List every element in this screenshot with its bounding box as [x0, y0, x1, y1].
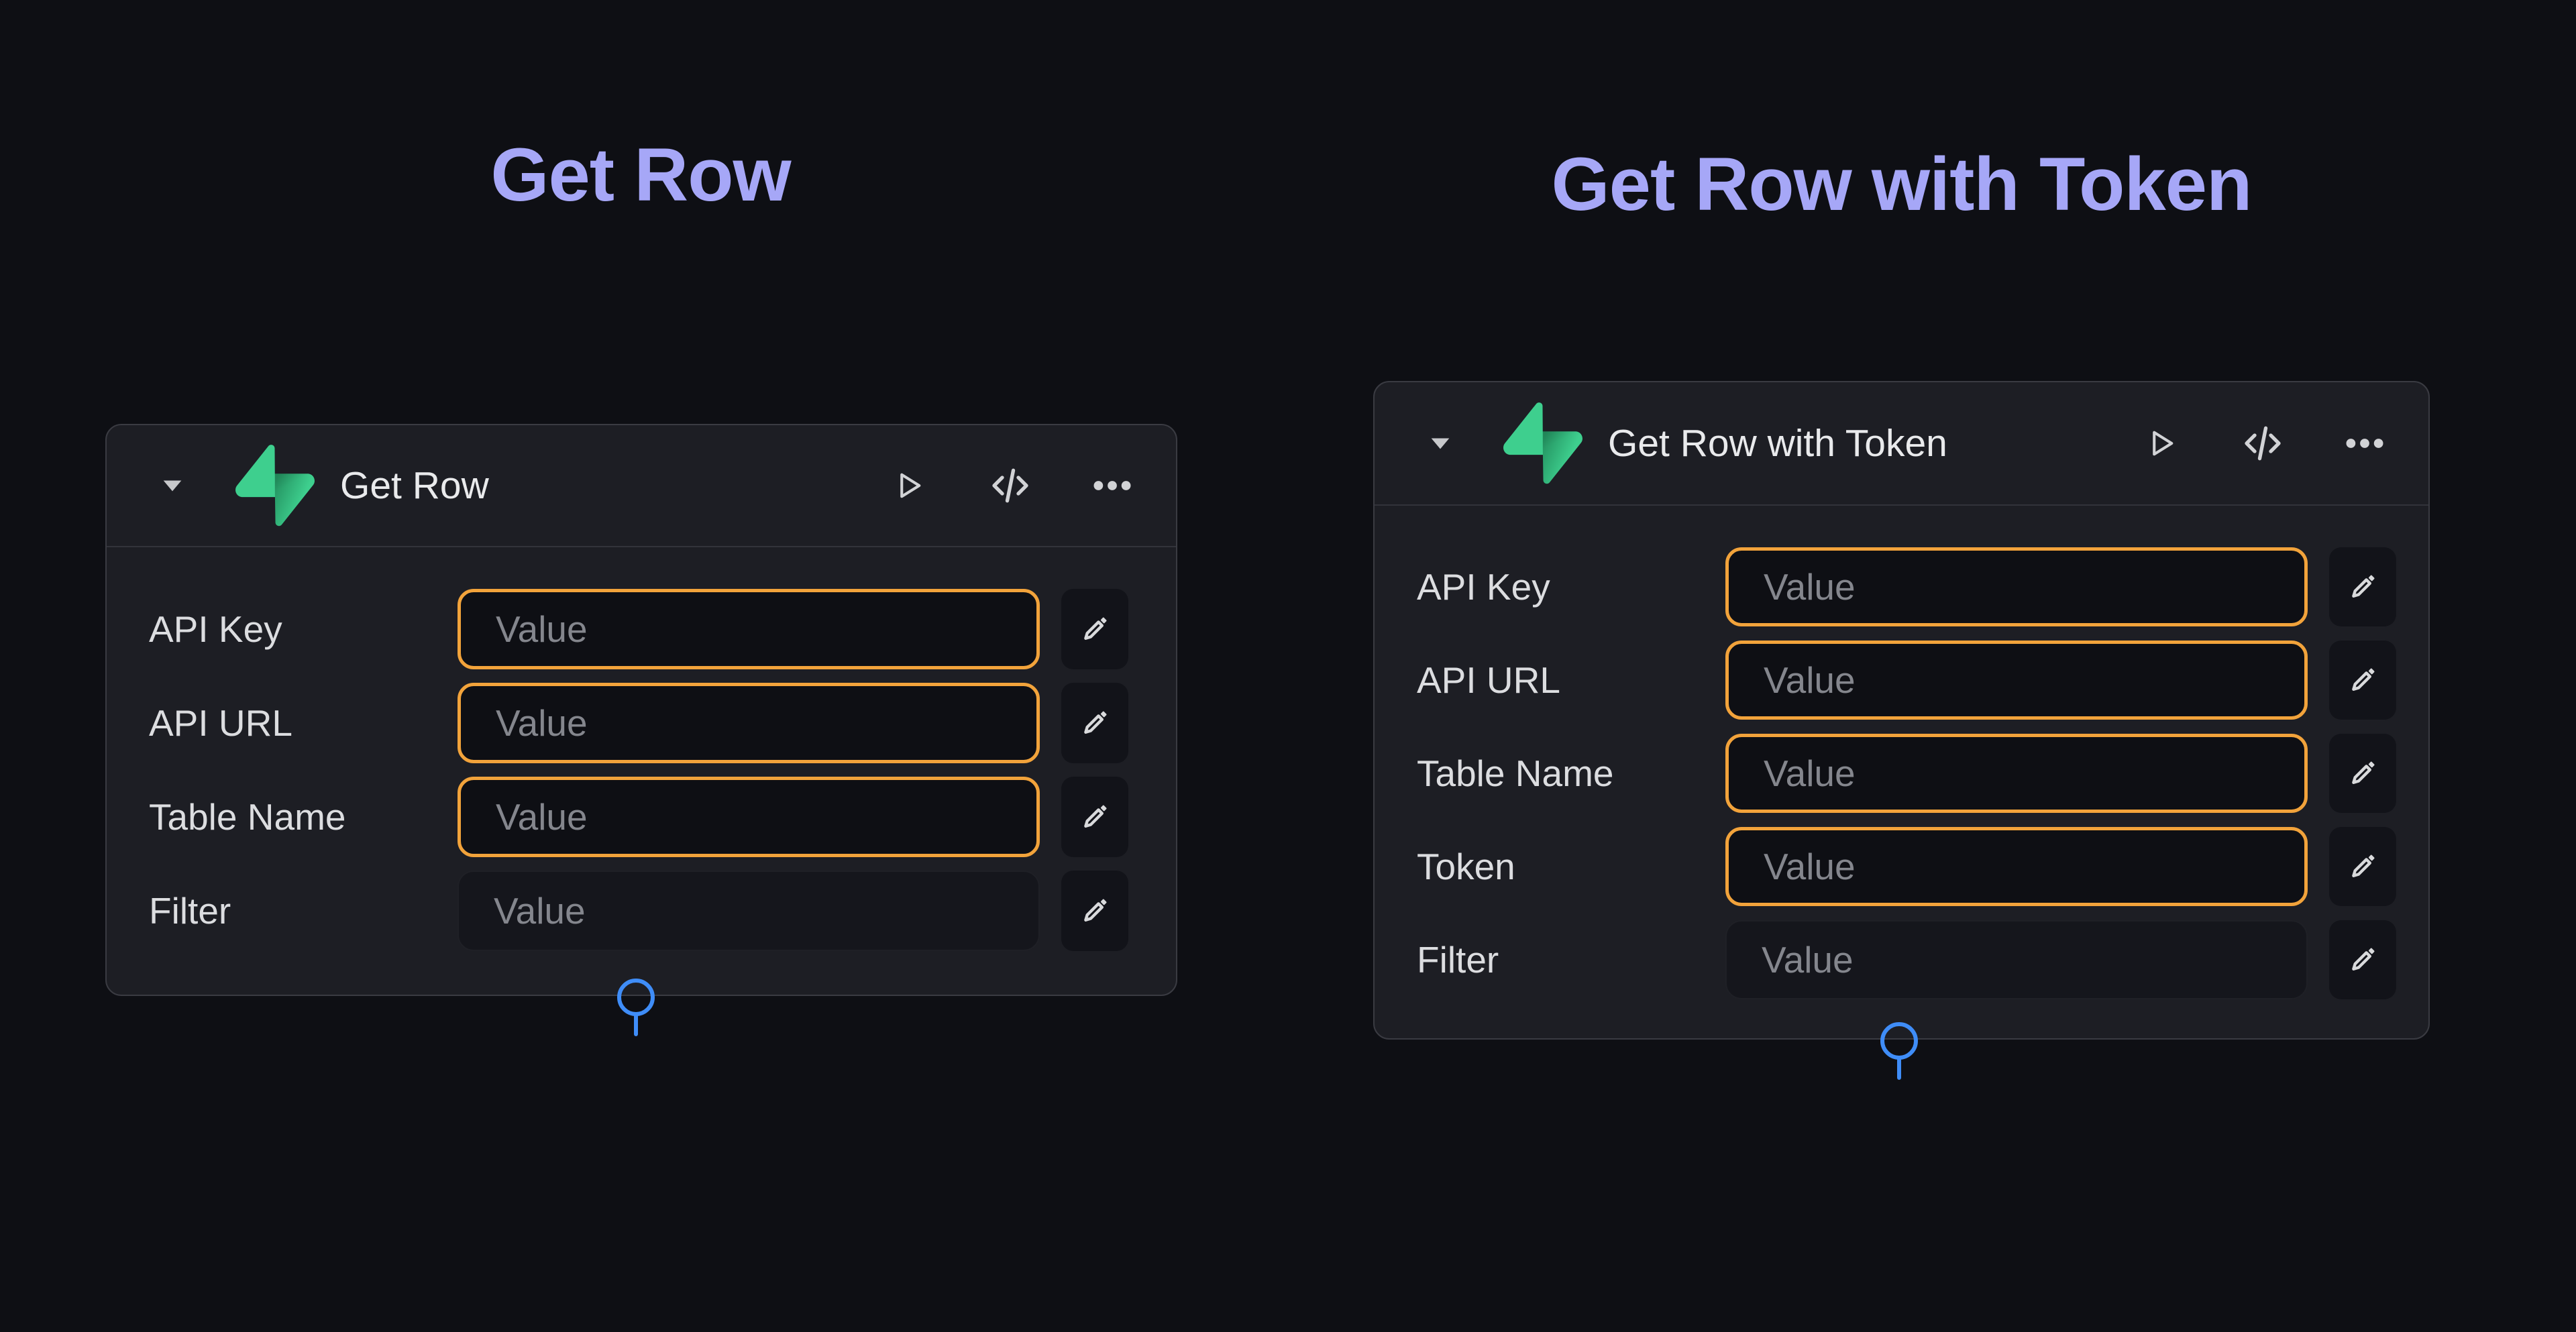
- field-label-token: Token: [1417, 846, 1515, 887]
- code-icon[interactable]: [2239, 420, 2286, 467]
- api-key-input[interactable]: [1725, 547, 2308, 626]
- ellipsis-icon[interactable]: [2341, 420, 2388, 467]
- field-label-api-key: API Key: [149, 608, 282, 650]
- node-card-body: API Key API URL Table Name Token Filter: [1375, 506, 2428, 999]
- node-title: Get Row: [340, 464, 489, 507]
- field-label-api-key: API Key: [1417, 566, 1550, 608]
- edit-api-key-button[interactable]: [2329, 547, 2396, 626]
- code-icon[interactable]: [987, 462, 1034, 509]
- field-label-api-url: API URL: [149, 702, 292, 744]
- pencil-icon: [1074, 890, 1116, 932]
- api-key-input[interactable]: [458, 589, 1040, 669]
- ellipsis-icon[interactable]: [1089, 462, 1136, 509]
- node-card-get-row[interactable]: Get Row API Key API URL Table Name Filte…: [105, 424, 1177, 996]
- output-connector-port[interactable]: [617, 979, 655, 1036]
- field-label-filter: Filter: [149, 890, 231, 932]
- node-card-header: Get Row: [107, 425, 1176, 547]
- field-label-table-name: Table Name: [1417, 753, 1614, 794]
- play-icon[interactable]: [885, 462, 932, 509]
- edit-api-key-button[interactable]: [1061, 589, 1128, 669]
- node-card-get-row-with-token[interactable]: Get Row with Token API Key API URL Table…: [1373, 381, 2430, 1040]
- section-heading-get-row-with-token: Get Row with Token: [1551, 142, 2253, 226]
- play-icon[interactable]: [2137, 420, 2184, 467]
- connector-ring: [617, 979, 655, 1016]
- edit-table-name-button[interactable]: [1061, 777, 1128, 857]
- supabase-logo: [1503, 402, 1582, 485]
- node-title: Get Row with Token: [1608, 422, 1947, 465]
- edit-table-name-button[interactable]: [2329, 734, 2396, 813]
- connector-stem: [634, 1013, 638, 1036]
- field-label-table-name: Table Name: [149, 796, 346, 838]
- api-url-input[interactable]: [1725, 641, 2308, 720]
- connector-ring: [1880, 1022, 1918, 1060]
- edit-filter-button[interactable]: [1061, 871, 1128, 951]
- filter-input[interactable]: [458, 871, 1040, 951]
- connector-stem: [1897, 1057, 1901, 1080]
- pencil-icon: [2342, 846, 2383, 887]
- edit-filter-button[interactable]: [2329, 920, 2396, 999]
- collapse-chevron-icon[interactable]: [159, 472, 186, 499]
- field-label-filter: Filter: [1417, 939, 1499, 981]
- pencil-icon: [1074, 796, 1116, 838]
- pencil-icon: [1074, 702, 1116, 744]
- supabase-logo: [235, 444, 315, 527]
- token-input[interactable]: [1725, 827, 2308, 906]
- table-name-input[interactable]: [458, 777, 1040, 857]
- pencil-icon: [1074, 608, 1116, 650]
- api-url-input[interactable]: [458, 683, 1040, 763]
- edit-token-button[interactable]: [2329, 827, 2396, 906]
- pencil-icon: [2342, 659, 2383, 701]
- collapse-chevron-icon[interactable]: [1427, 430, 1454, 457]
- field-label-api-url: API URL: [1417, 659, 1560, 701]
- edit-api-url-button[interactable]: [2329, 641, 2396, 720]
- section-heading-get-row: Get Row: [490, 133, 791, 217]
- filter-input[interactable]: [1725, 920, 2308, 999]
- pencil-icon: [2342, 939, 2383, 981]
- table-name-input[interactable]: [1725, 734, 2308, 813]
- pencil-icon: [2342, 566, 2383, 608]
- edit-api-url-button[interactable]: [1061, 683, 1128, 763]
- output-connector-port[interactable]: [1880, 1022, 1918, 1080]
- node-card-header: Get Row with Token: [1375, 382, 2428, 506]
- node-card-body: API Key API URL Table Name Filter: [107, 547, 1176, 951]
- pencil-icon: [2342, 753, 2383, 794]
